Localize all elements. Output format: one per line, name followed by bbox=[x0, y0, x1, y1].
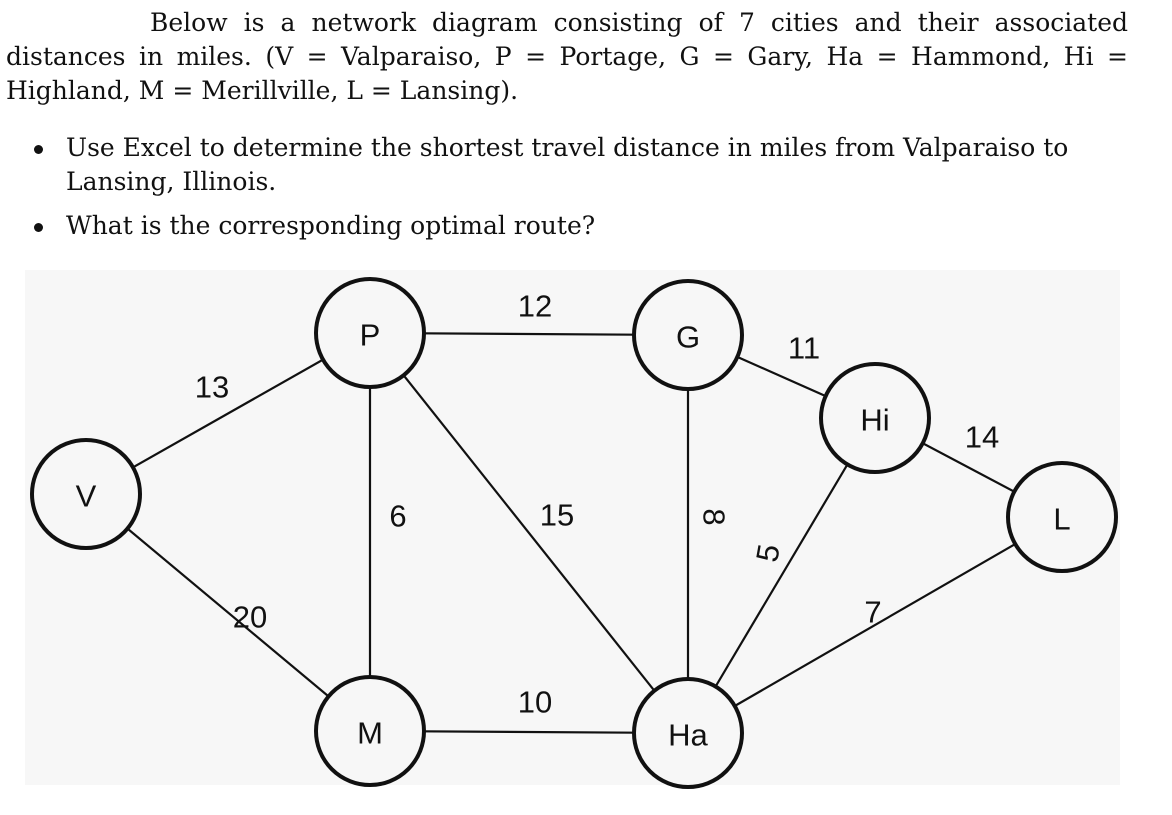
edge-label-V-P: 13 bbox=[195, 370, 229, 405]
edge-V-M bbox=[85, 493, 371, 732]
edge-label-M-Ha: 10 bbox=[518, 685, 552, 720]
node-Hi: Hi bbox=[819, 362, 931, 474]
node-label: P bbox=[360, 318, 381, 353]
edge-label-P-G: 12 bbox=[518, 289, 552, 324]
intro-paragraph: Below is a network diagram consisting of… bbox=[6, 6, 1128, 108]
edge-label-Hi-L: 14 bbox=[965, 420, 999, 455]
node-circle bbox=[819, 362, 931, 474]
edge-label-Hi-Ha: 5 bbox=[749, 541, 786, 564]
node-M: M bbox=[314, 675, 426, 787]
node-circle bbox=[632, 677, 744, 789]
node-V: V bbox=[30, 438, 142, 550]
diagram-background bbox=[25, 270, 1120, 785]
intro-text: Below is a network diagram consisting of… bbox=[6, 8, 1128, 105]
edge-Ha-L bbox=[687, 516, 1063, 734]
node-label: Ha bbox=[668, 718, 708, 753]
node-circle bbox=[314, 675, 426, 787]
bullet-item: Use Excel to determine the shortest trav… bbox=[34, 131, 1128, 199]
bullet-item: What is the corresponding optimal route? bbox=[34, 209, 1128, 243]
bullet-text: Use Excel to determine the shortest trav… bbox=[66, 133, 1069, 196]
node-circle bbox=[30, 438, 142, 550]
edge-Hi-Ha bbox=[687, 417, 876, 734]
node-L: L bbox=[1006, 461, 1118, 573]
edge-label-V-M: 20 bbox=[233, 600, 267, 635]
node-label: G bbox=[676, 320, 700, 355]
node-P: P bbox=[314, 277, 426, 389]
node-circle bbox=[1006, 461, 1118, 573]
edge-label-G-Hi: 11 bbox=[788, 331, 820, 366]
edge-label-P-Ha: 15 bbox=[540, 498, 574, 533]
edge-P-Ha bbox=[369, 332, 689, 734]
node-Ha: Ha bbox=[632, 677, 744, 789]
node-label: M bbox=[357, 716, 383, 751]
bullet-icon bbox=[34, 223, 43, 232]
edge-label-P-M: 6 bbox=[389, 499, 406, 534]
node-label: L bbox=[1053, 502, 1070, 537]
bullet-text: What is the corresponding optimal route? bbox=[66, 211, 596, 240]
edge-label-G-Ha: 8 bbox=[697, 508, 732, 525]
node-G: G bbox=[632, 279, 744, 391]
bullet-icon bbox=[34, 145, 43, 154]
node-label: Hi bbox=[860, 403, 889, 438]
edge-label-Ha-L: 7 bbox=[864, 595, 881, 630]
node-label: V bbox=[76, 479, 97, 514]
node-circle bbox=[314, 277, 426, 389]
node-circle bbox=[632, 279, 744, 391]
